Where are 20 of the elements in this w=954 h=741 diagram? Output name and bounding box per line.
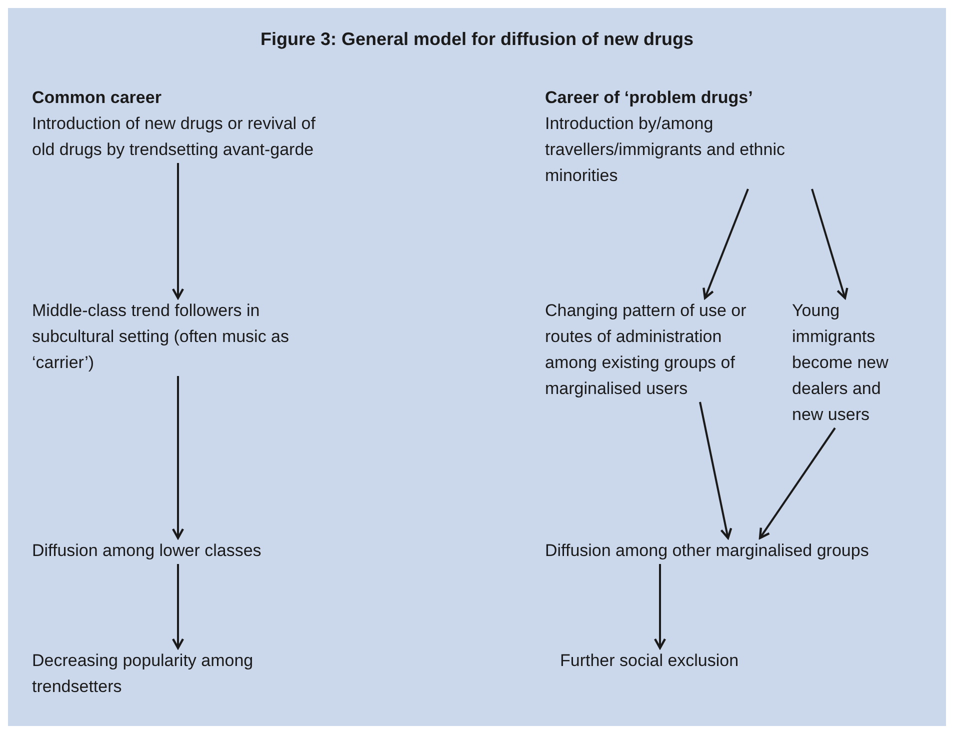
arrow xyxy=(699,402,732,540)
node-text: Diffusion among lower classes xyxy=(32,540,262,562)
arrow xyxy=(702,188,749,300)
arrow xyxy=(654,564,666,650)
node-text: Changing pattern of use or routes of administration among existing groups of marginalised users xyxy=(545,300,748,400)
arrow xyxy=(172,564,184,650)
node-text: Diffusion among other marginalised groups xyxy=(545,540,870,562)
node-heading: Common career xyxy=(32,87,162,109)
arrow xyxy=(172,376,184,540)
arrow xyxy=(172,163,184,300)
arrow xyxy=(758,427,836,540)
node-text: Young immigrants become new dealers and new users xyxy=(792,300,890,426)
node-text: Decreasing popularity among trendsetters xyxy=(32,650,254,698)
node-text: Further social exclusion xyxy=(560,650,740,672)
figure-title: Figure 3: General model for diffusion of new drugs xyxy=(259,28,695,51)
node-text: Introduction of new drugs or revival of old drugs by trendsetting avant-garde xyxy=(32,113,316,161)
arrow xyxy=(811,188,848,300)
node-text: Middle-class trend followers in subcultural setting (often music as ‘carrier’) xyxy=(32,300,290,374)
node-heading: Career of ‘problem drugs’ xyxy=(545,87,754,109)
node-text: Introduction by/among travellers/immigrants and ethnic minorities xyxy=(545,113,786,187)
